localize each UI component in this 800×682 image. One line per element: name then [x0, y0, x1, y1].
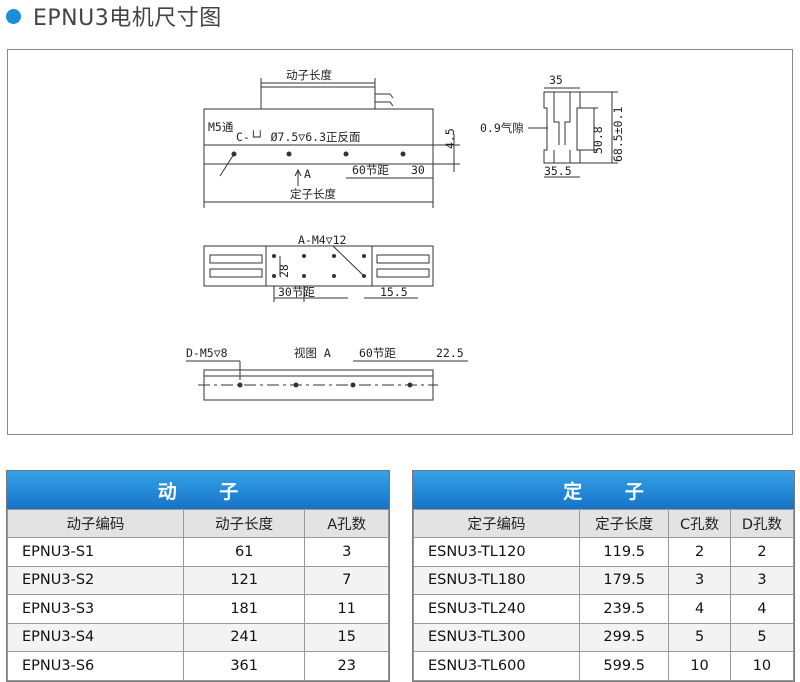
drawing-svg: 动子长度 M5通 C-└┘ Ø7.5▽6.3正反面 A 4.5 60节距 30 … — [186, 68, 625, 401]
stator-front — [203, 108, 434, 165]
stator-table-title: 定 子 — [413, 471, 794, 509]
table-row: ESNU3-TL300 299.5 5 5 — [412, 622, 795, 652]
top-slots — [209, 254, 430, 278]
mover-col-code: 动子编码 — [7, 509, 184, 538]
dim-28: 28 — [277, 264, 291, 278]
dim-35-5-label: 35.5 — [544, 164, 572, 178]
stator-table: 定 子 定子编码 定子长度 C孔数 D孔数 ESNU3-TL120 119.5 … — [412, 470, 795, 682]
view-a-label: 视图 A — [294, 346, 331, 360]
mover-col-a-holes: A孔数 — [304, 509, 389, 538]
hole-mark — [286, 151, 292, 157]
mover-table-title: 动 子 — [7, 471, 389, 509]
hole-mark — [343, 151, 349, 157]
stator-col-c-holes: C孔数 — [668, 509, 731, 538]
mover-block — [260, 86, 376, 110]
bullet-icon — [6, 8, 21, 24]
mover-length-label: 动子长度 — [286, 68, 332, 82]
a-arrow-label: A — [304, 167, 311, 181]
table-row: ESNU3-TL240 239.5 4 4 — [412, 594, 795, 624]
pitch-60-label: 60节距 — [352, 163, 389, 177]
table-row: ESNU3-TL600 599.5 10 10 — [412, 651, 795, 681]
mover-cable — [375, 93, 394, 107]
pitch-60b-label: 60节距 — [359, 346, 396, 360]
table-row: ESNU3-TL120 119.5 2 2 — [412, 537, 795, 567]
stator-length-label: 定子长度 — [290, 187, 336, 201]
top-view — [203, 245, 434, 287]
side-profile — [543, 91, 581, 164]
table-row: EPNU3-S2 121 7 — [7, 565, 389, 595]
dim-68-5: 68.5±0.1 — [611, 107, 625, 162]
d-m5-label: D-M5▽8 — [186, 346, 228, 360]
dim-22-5-label: 22.5 — [436, 346, 464, 360]
dim-50-8: 50.8 — [591, 126, 605, 154]
stator-col-d-holes: D孔数 — [729, 509, 795, 538]
dim-4-5: 4.5 — [443, 128, 457, 149]
m5-through-label: M5通 — [208, 120, 234, 134]
stator-col-length: 定子长度 — [579, 509, 670, 538]
table-row: EPNU3-S3 181 11 — [7, 594, 389, 624]
hole-mark — [400, 151, 406, 157]
air-gap-label: 0.9气隙 — [480, 121, 524, 135]
table-row: EPNU3-S1 61 3 — [7, 537, 389, 567]
dim-30-label: 30 — [411, 163, 425, 177]
title-row: EPNU3电机尺寸图 — [6, 2, 222, 31]
stator-col-code: 定子编码 — [412, 509, 581, 538]
mover-table: 动 子 动子编码 动子长度 A孔数 EPNU3-S1 61 3 EPNU3-S2… — [6, 470, 390, 682]
mover-col-length: 动子长度 — [182, 509, 306, 538]
dim-15-5-label: 15.5 — [380, 285, 408, 299]
page-title: EPNU3电机尺寸图 — [33, 6, 222, 31]
dimension-drawing: 动子长度 M5通 C-└┘ Ø7.5▽6.3正反面 A 4.5 60节距 30 … — [7, 49, 793, 435]
view-a-arrow — [294, 168, 302, 186]
dim-35-label: 35 — [549, 73, 563, 87]
table-row: ESNU3-TL180 179.5 3 3 — [412, 565, 795, 595]
side-inner — [553, 92, 571, 163]
table-row: EPNU3-S4 241 15 — [7, 622, 389, 652]
hole-spec-label: C-└┘ Ø7.5▽6.3正反面 — [236, 130, 361, 144]
pitch-30-label: 30节距 — [278, 285, 315, 299]
table-row: EPNU3-S6 361 23 — [7, 651, 389, 681]
a-m4-label: A-M4▽12 — [298, 233, 346, 247]
